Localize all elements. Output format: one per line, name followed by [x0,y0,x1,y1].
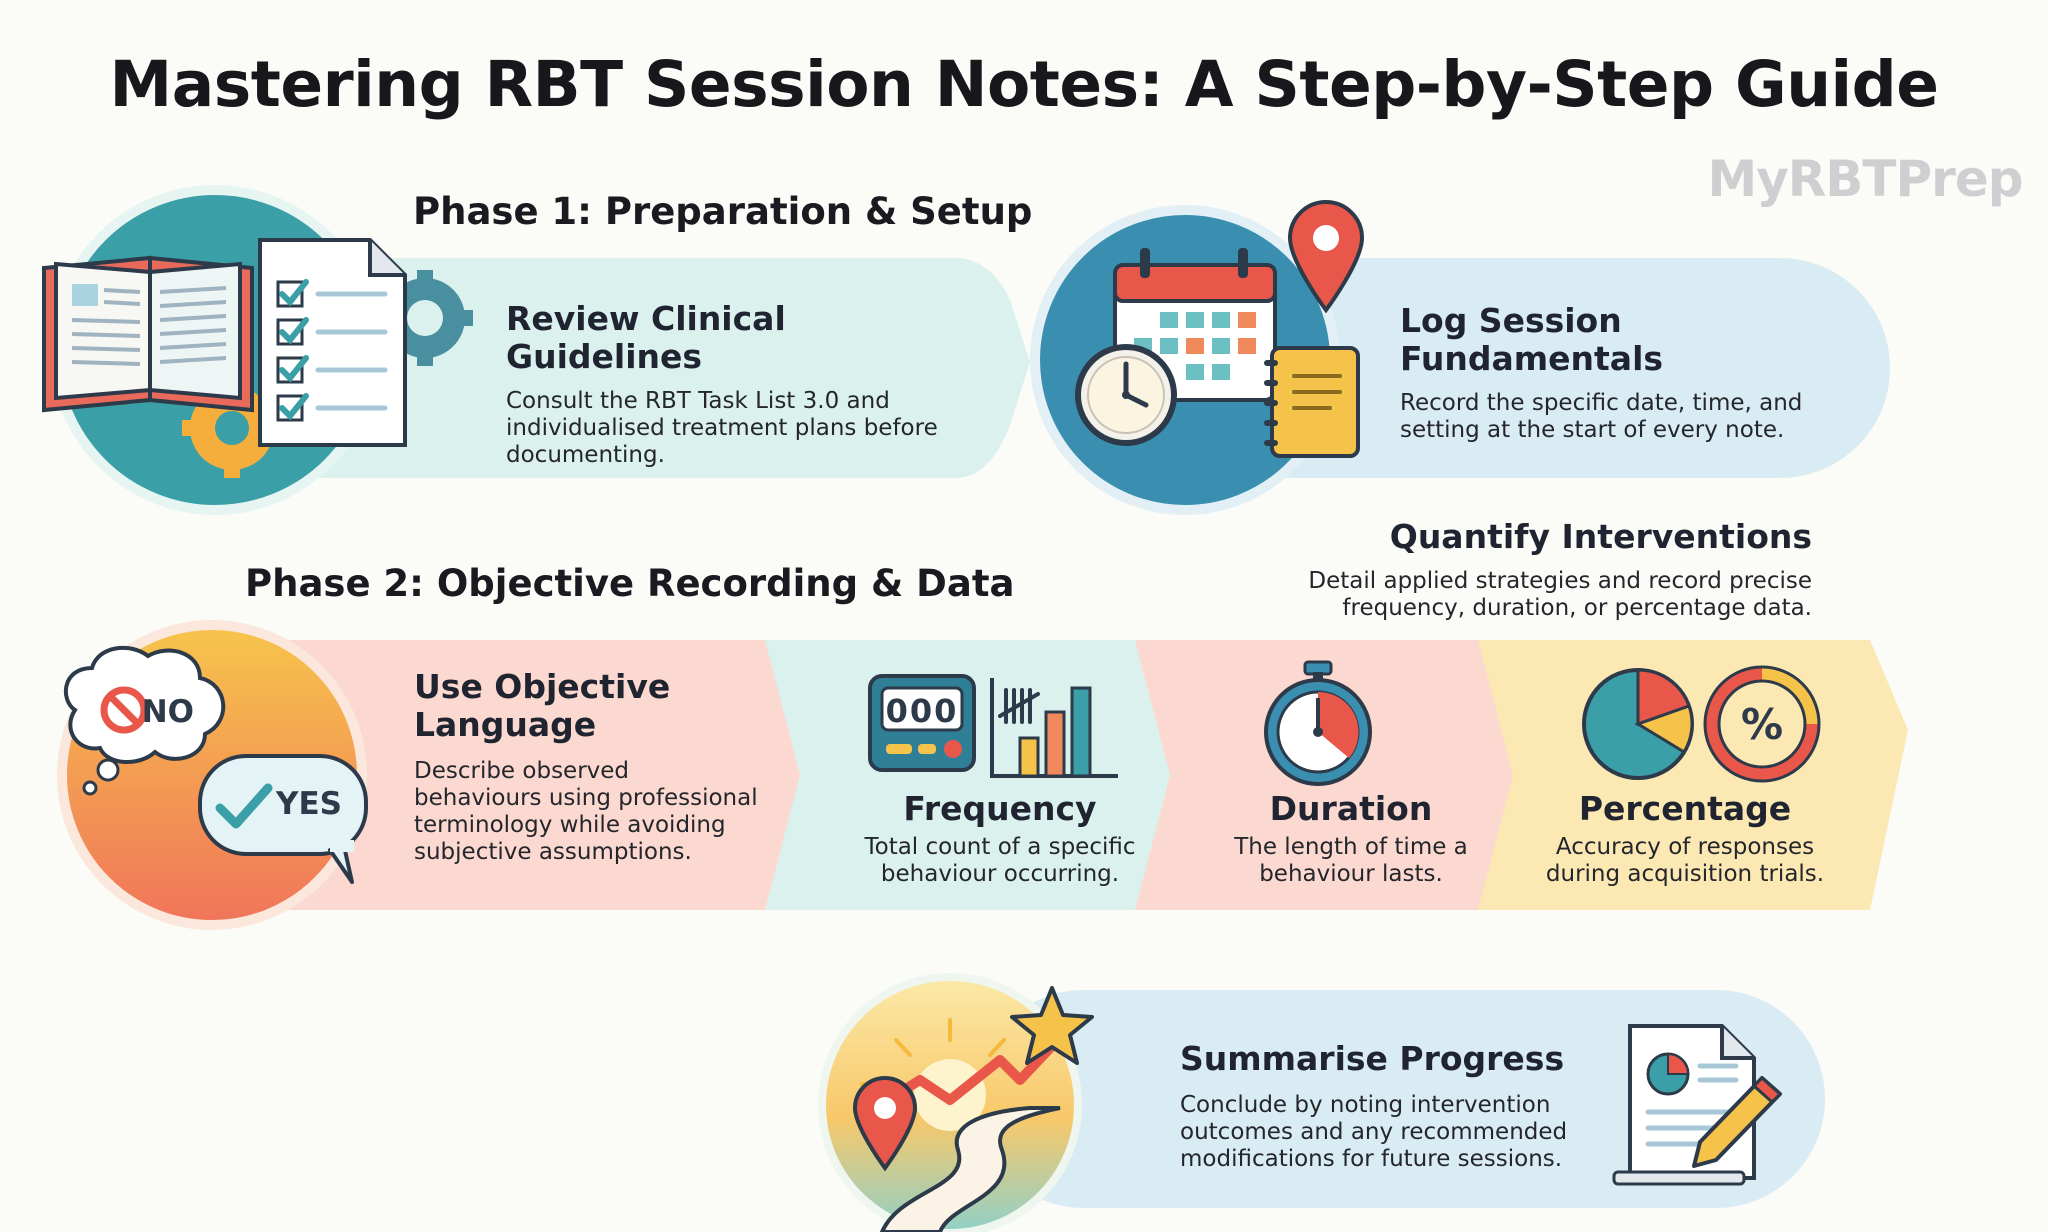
objective-text: Use Objective Language Describe observed… [414,668,759,866]
counter-icon [868,674,976,772]
summary-text: Summarise Progress Conclude by noting in… [1180,1040,1580,1173]
percentage-text: Percentage Accuracy of responses during … [1530,790,1840,888]
step2-text: Log Session Fundamentals Record the spec… [1400,302,1860,444]
summary-illustration [818,973,1094,1232]
stopwatch-icon [1264,660,1372,786]
percent-symbol: % [1740,700,1784,749]
summary-band [975,990,1825,1208]
pie-chart-icon [1582,668,1694,780]
duration-text: Duration The length of time a behaviour … [1206,790,1496,888]
step1-band [300,258,1030,478]
frequency-band [760,640,1170,910]
summary-desc: Conclude by noting intervention outcomes… [1180,1092,1568,1172]
quantify-title: Quantify Interventions [1389,517,1812,556]
quantify-desc: Detail applied strategies and record pre… [1308,568,1812,621]
frequency-title: Frequency [903,789,1097,828]
phase2-heading: Phase 2: Objective Recording & Data [245,562,1015,605]
bar-chart-icon [990,678,1118,778]
clock-icon [1075,344,1177,446]
star-icon [1010,986,1094,1065]
step2-desc: Record the specific date, time, and sett… [1400,390,1803,443]
duration-desc: The length of time a behaviour lasts. [1234,834,1468,887]
duration-title: Duration [1269,789,1433,828]
summary-title: Summarise Progress [1180,1039,1565,1078]
step2-title: Log Session Fundamentals [1400,301,1664,378]
brand-logo: MyRBTPrep [1707,150,2023,208]
bubble-no-label: NO [141,694,194,730]
page-title: Mastering RBT Session Notes: A Step-by-S… [109,48,1939,121]
phase1-heading: Phase 1: Preparation & Setup [413,190,1033,233]
objective-title: Use Objective Language [414,667,671,744]
quantify-text: Quantify Interventions Detail applied st… [1190,518,1812,622]
percent-icon [1703,665,1821,783]
objective-illustration [57,620,368,930]
percentage-title: Percentage [1578,789,1792,828]
step1-illustration [42,185,473,515]
report-icon [1612,1024,1756,1186]
step2-illustration [1030,200,1365,515]
notepad-icon [1264,346,1360,458]
bubble-yes-label: YES [276,786,342,822]
frequency-desc: Total count of a specific behaviour occu… [864,834,1136,887]
step1-text: Review Clinical Guidelines Consult the R… [506,300,976,469]
location-pin-icon [1287,200,1365,314]
counter-display: 000 [885,692,959,730]
location-pin-icon [852,1076,918,1172]
step1-desc: Consult the RBT Task List 3.0 and indivi… [506,388,938,468]
pencil-icon [1692,1075,1783,1168]
road-icon [879,1106,1061,1232]
frequency-text: Frequency Total count of a specific beha… [840,790,1160,888]
speech-bubble-icon [198,754,368,884]
objective-desc: Describe observed behaviours using profe… [414,758,758,865]
speech-bubble-icon [64,646,226,796]
checklist-icon [258,238,407,447]
percentage-desc: Accuracy of responses during acquisition… [1545,834,1825,887]
book-icon [42,255,254,413]
step1-title: Review Clinical Guidelines [506,299,786,376]
